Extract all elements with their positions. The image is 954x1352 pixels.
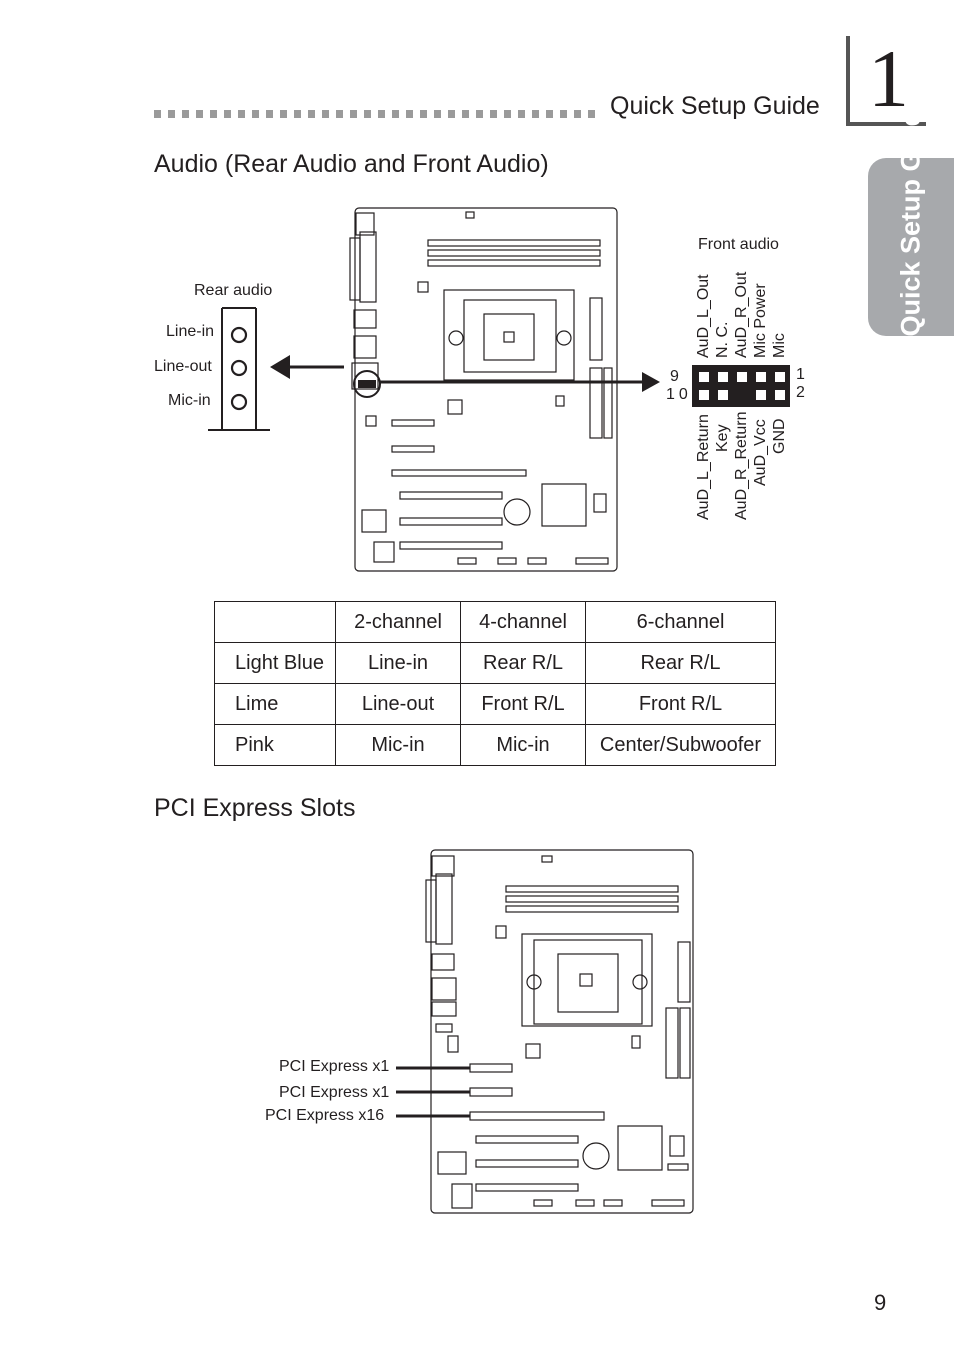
line-in-jack	[230, 326, 248, 344]
table-cell: Mic-in	[335, 724, 461, 766]
table-cell: Light Blue	[214, 642, 336, 684]
front-audio-title: Front audio	[698, 236, 779, 253]
pci-slot-label-x1-b: PCI Express x1	[279, 1084, 390, 1101]
table-row: Pink Mic-in Mic-in Center/Subwoofer	[214, 724, 776, 766]
side-tab	[868, 158, 954, 336]
pin-number-9: 9	[670, 368, 679, 385]
table-header-cell: 4-channel	[460, 601, 586, 643]
front-audio-header-callout	[353, 370, 381, 398]
table-header-cell: 6-channel	[585, 601, 776, 643]
table-row: Lime Line-out Front R/L Front R/L	[214, 683, 776, 725]
table-header-row: 2-channel 4-channel 6-channel	[214, 601, 776, 643]
chapter-number: 1	[868, 33, 909, 124]
table-header-cell: 2-channel	[335, 601, 461, 643]
table-cell: Rear R/L	[460, 642, 586, 684]
header-title: Quick Setup Guide	[610, 92, 820, 120]
table-cell: Front R/L	[460, 683, 586, 725]
pci-slot-label-x16: PCI Express x16	[265, 1107, 385, 1124]
audio-section-title: Audio (Rear Audio and Front Audio)	[154, 150, 549, 178]
chapter-box	[846, 36, 926, 126]
arrow-to-rear-audio	[270, 355, 290, 379]
pin-number-10: 10	[666, 386, 692, 403]
header-dotted-rule	[154, 110, 598, 118]
table-cell: Center/Subwoofer	[585, 724, 776, 766]
rear-audio-title: Rear audio	[194, 282, 273, 299]
pci-section-title: PCI Express Slots	[154, 794, 356, 822]
arrow-to-front-audio	[642, 372, 660, 392]
table-cell: Rear R/L	[585, 642, 776, 684]
table-cell: Front R/L	[585, 683, 776, 725]
rear-jack-label-mic-in: Mic-in	[168, 392, 211, 409]
rear-jack-label-line-in: Line-in	[166, 323, 215, 340]
mic-in-jack	[230, 393, 248, 411]
table-cell: Line-in	[335, 642, 461, 684]
audio-channel-table: 2-channel 4-channel 6-channel Light Blue…	[214, 601, 776, 766]
board-outline	[430, 849, 694, 1214]
pci-slot-label-x1-a: PCI Express x1	[279, 1058, 390, 1075]
table-cell: Pink	[214, 724, 336, 766]
table-cell: Lime	[214, 683, 336, 725]
page-number: 9	[874, 1290, 887, 1315]
pin-number-2: 2	[796, 384, 805, 401]
pin-number-1: 1	[796, 366, 805, 383]
line-out-jack	[230, 359, 248, 377]
table-cell: Mic-in	[460, 724, 586, 766]
rear-jack-label-line-out: Line-out	[154, 358, 212, 375]
table-row: Light Blue Line-in Rear R/L Rear R/L	[214, 642, 776, 684]
